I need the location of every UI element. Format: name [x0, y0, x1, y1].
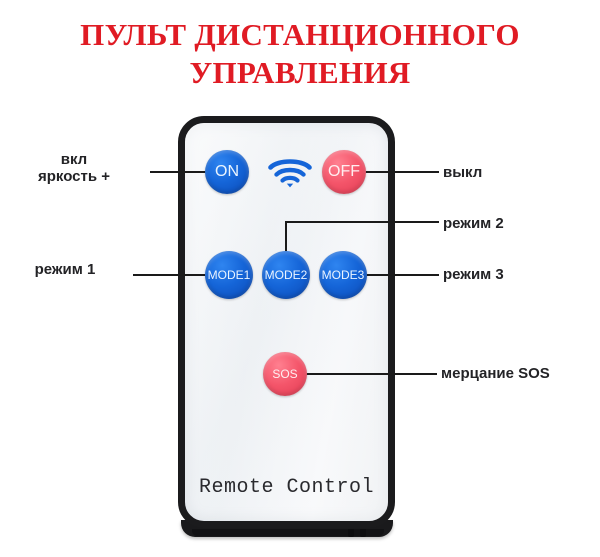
remote-bottom-notch-2: [360, 529, 366, 537]
callout-label-on-line-2: яркость +: [37, 168, 111, 185]
remote-bottom-notch-1: [348, 529, 354, 537]
callout-label-off: выкл: [443, 164, 483, 181]
wifi-icon: [268, 158, 312, 188]
callout-label-mode1: режим 1: [34, 261, 96, 278]
callout-line-sos: [300, 373, 437, 375]
mode2-button-label: MODE2: [264, 268, 308, 282]
callout-line-mode1: [133, 274, 228, 276]
callout-label-on-line-1: вкл: [60, 151, 88, 168]
page-title-line-1: ПУЛЬТ ДИСТАНЦИОННОГО: [80, 17, 520, 52]
sos-button-label: SOS: [272, 367, 298, 381]
callout-label-on: вкл яркость +: [0, 151, 148, 185]
sos-button[interactable]: SOS: [263, 352, 307, 396]
mode2-button[interactable]: MODE2: [262, 251, 310, 299]
page-title-line-2: УПРАВЛЕНИЯ: [189, 55, 411, 90]
mode3-button-label: MODE3: [321, 268, 365, 282]
on-button-label: ON: [215, 163, 239, 180]
mode1-button-label: MODE1: [207, 268, 251, 282]
on-button[interactable]: ON: [205, 150, 249, 194]
page-title: ПУЛЬТ ДИСТАНЦИОННОГО УПРАВЛЕНИЯ: [0, 16, 600, 92]
callout-label-mode2: режим 2: [443, 215, 504, 232]
callout-label-mode3: режим 3: [443, 266, 504, 283]
remote-bottom-strip: [192, 529, 384, 536]
off-button[interactable]: OFF: [322, 150, 366, 194]
mode3-button[interactable]: MODE3: [319, 251, 367, 299]
remote-brand-text: Remote Control: [198, 476, 375, 499]
mode1-button[interactable]: MODE1: [205, 251, 253, 299]
callout-line-off: [344, 171, 439, 173]
off-button-label: OFF: [328, 163, 360, 180]
callout-line-mode2-horizontal: [285, 221, 439, 223]
callout-line-mode3: [343, 274, 439, 276]
callout-label-sos: мерцание SOS: [441, 365, 550, 382]
